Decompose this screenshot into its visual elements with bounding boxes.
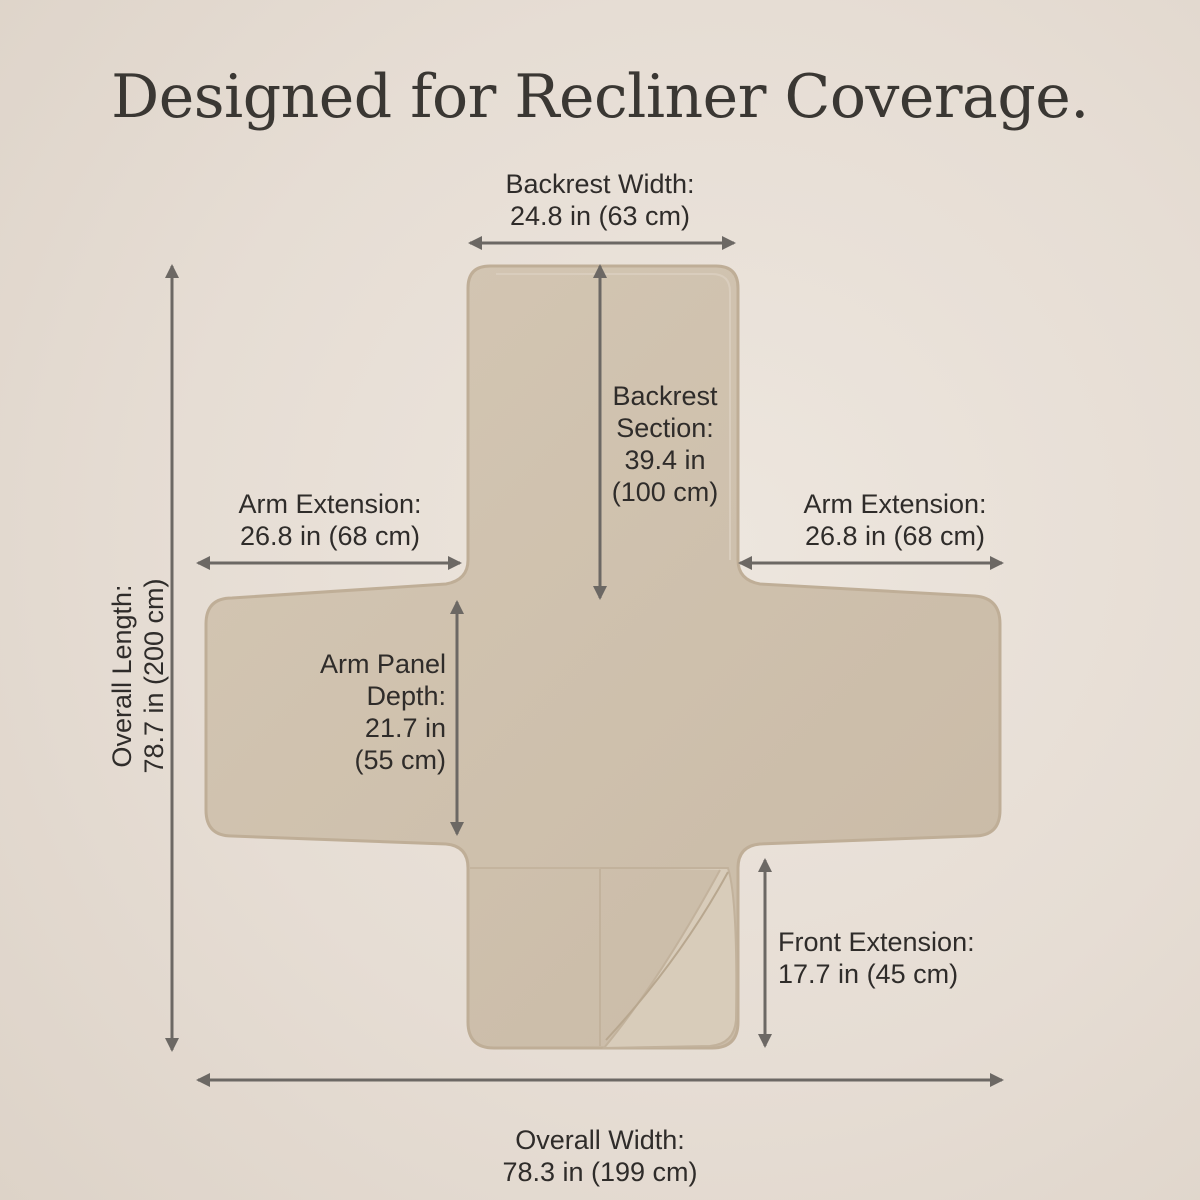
- dimension-arrows: [165, 236, 1004, 1087]
- front-flap-crease: [605, 871, 729, 1041]
- label-backrest-section-line4: (100 cm): [611, 477, 719, 507]
- front-flap-fold: [600, 867, 738, 1050]
- label-arm-panel-depth-line3: 21.7 in: [364, 713, 446, 743]
- label-overall-length-value: 78.7 in (200 cm): [139, 578, 169, 774]
- label-overall-length: Overall Length: 78.7 in (200 cm): [106, 496, 170, 856]
- label-arm-extension-right-value: 26.8 in (68 cm): [804, 521, 986, 551]
- label-backrest-section: Backrest Section: 39.4 in (100 cm): [590, 380, 740, 508]
- cover-seam: [496, 273, 731, 560]
- label-arm-panel-depth: Arm Panel Depth: 21.7 in (55 cm): [290, 648, 446, 776]
- label-front-extension-title: Front Extension:: [778, 927, 975, 957]
- label-arm-panel-depth-line4: (55 cm): [354, 745, 446, 775]
- label-arm-extension-left-title: Arm Extension:: [238, 489, 422, 519]
- label-overall-length-title: Overall Length:: [107, 584, 137, 768]
- label-overall-width-value: 78.3 in (199 cm): [502, 1157, 698, 1187]
- label-front-extension: Front Extension: 17.7 in (45 cm): [778, 926, 1018, 990]
- label-front-extension-value: 17.7 in (45 cm): [778, 959, 959, 989]
- label-arm-extension-left: Arm Extension: 26.8 in (68 cm): [190, 488, 470, 552]
- recliner-cover-shape: [204, 264, 1002, 1050]
- label-arm-extension-left-value: 26.8 in (68 cm): [239, 521, 421, 551]
- label-arm-extension-right: Arm Extension: 26.8 in (68 cm): [780, 488, 1010, 552]
- label-arm-panel-depth-line2: Depth:: [366, 681, 446, 711]
- page-title: Designed for Recliner Coverage.: [111, 62, 1089, 132]
- label-backrest-section-line3: 39.4 in: [624, 445, 706, 475]
- label-backrest-width: Backrest Width: 24.8 in (63 cm): [470, 168, 730, 232]
- cover-outline: [204, 264, 1002, 1050]
- label-backrest-section-line1: Backrest: [612, 381, 718, 411]
- label-arm-extension-right-title: Arm Extension:: [803, 489, 987, 519]
- label-backrest-width-value: 24.8 in (63 cm): [509, 201, 691, 231]
- label-arm-panel-depth-line1: Arm Panel: [319, 649, 446, 679]
- label-overall-width: Overall Width: 78.3 in (199 cm): [470, 1124, 730, 1188]
- label-overall-width-title: Overall Width:: [515, 1125, 685, 1155]
- label-backrest-width-title: Backrest Width:: [505, 169, 695, 199]
- label-backrest-section-line2: Section:: [616, 413, 714, 443]
